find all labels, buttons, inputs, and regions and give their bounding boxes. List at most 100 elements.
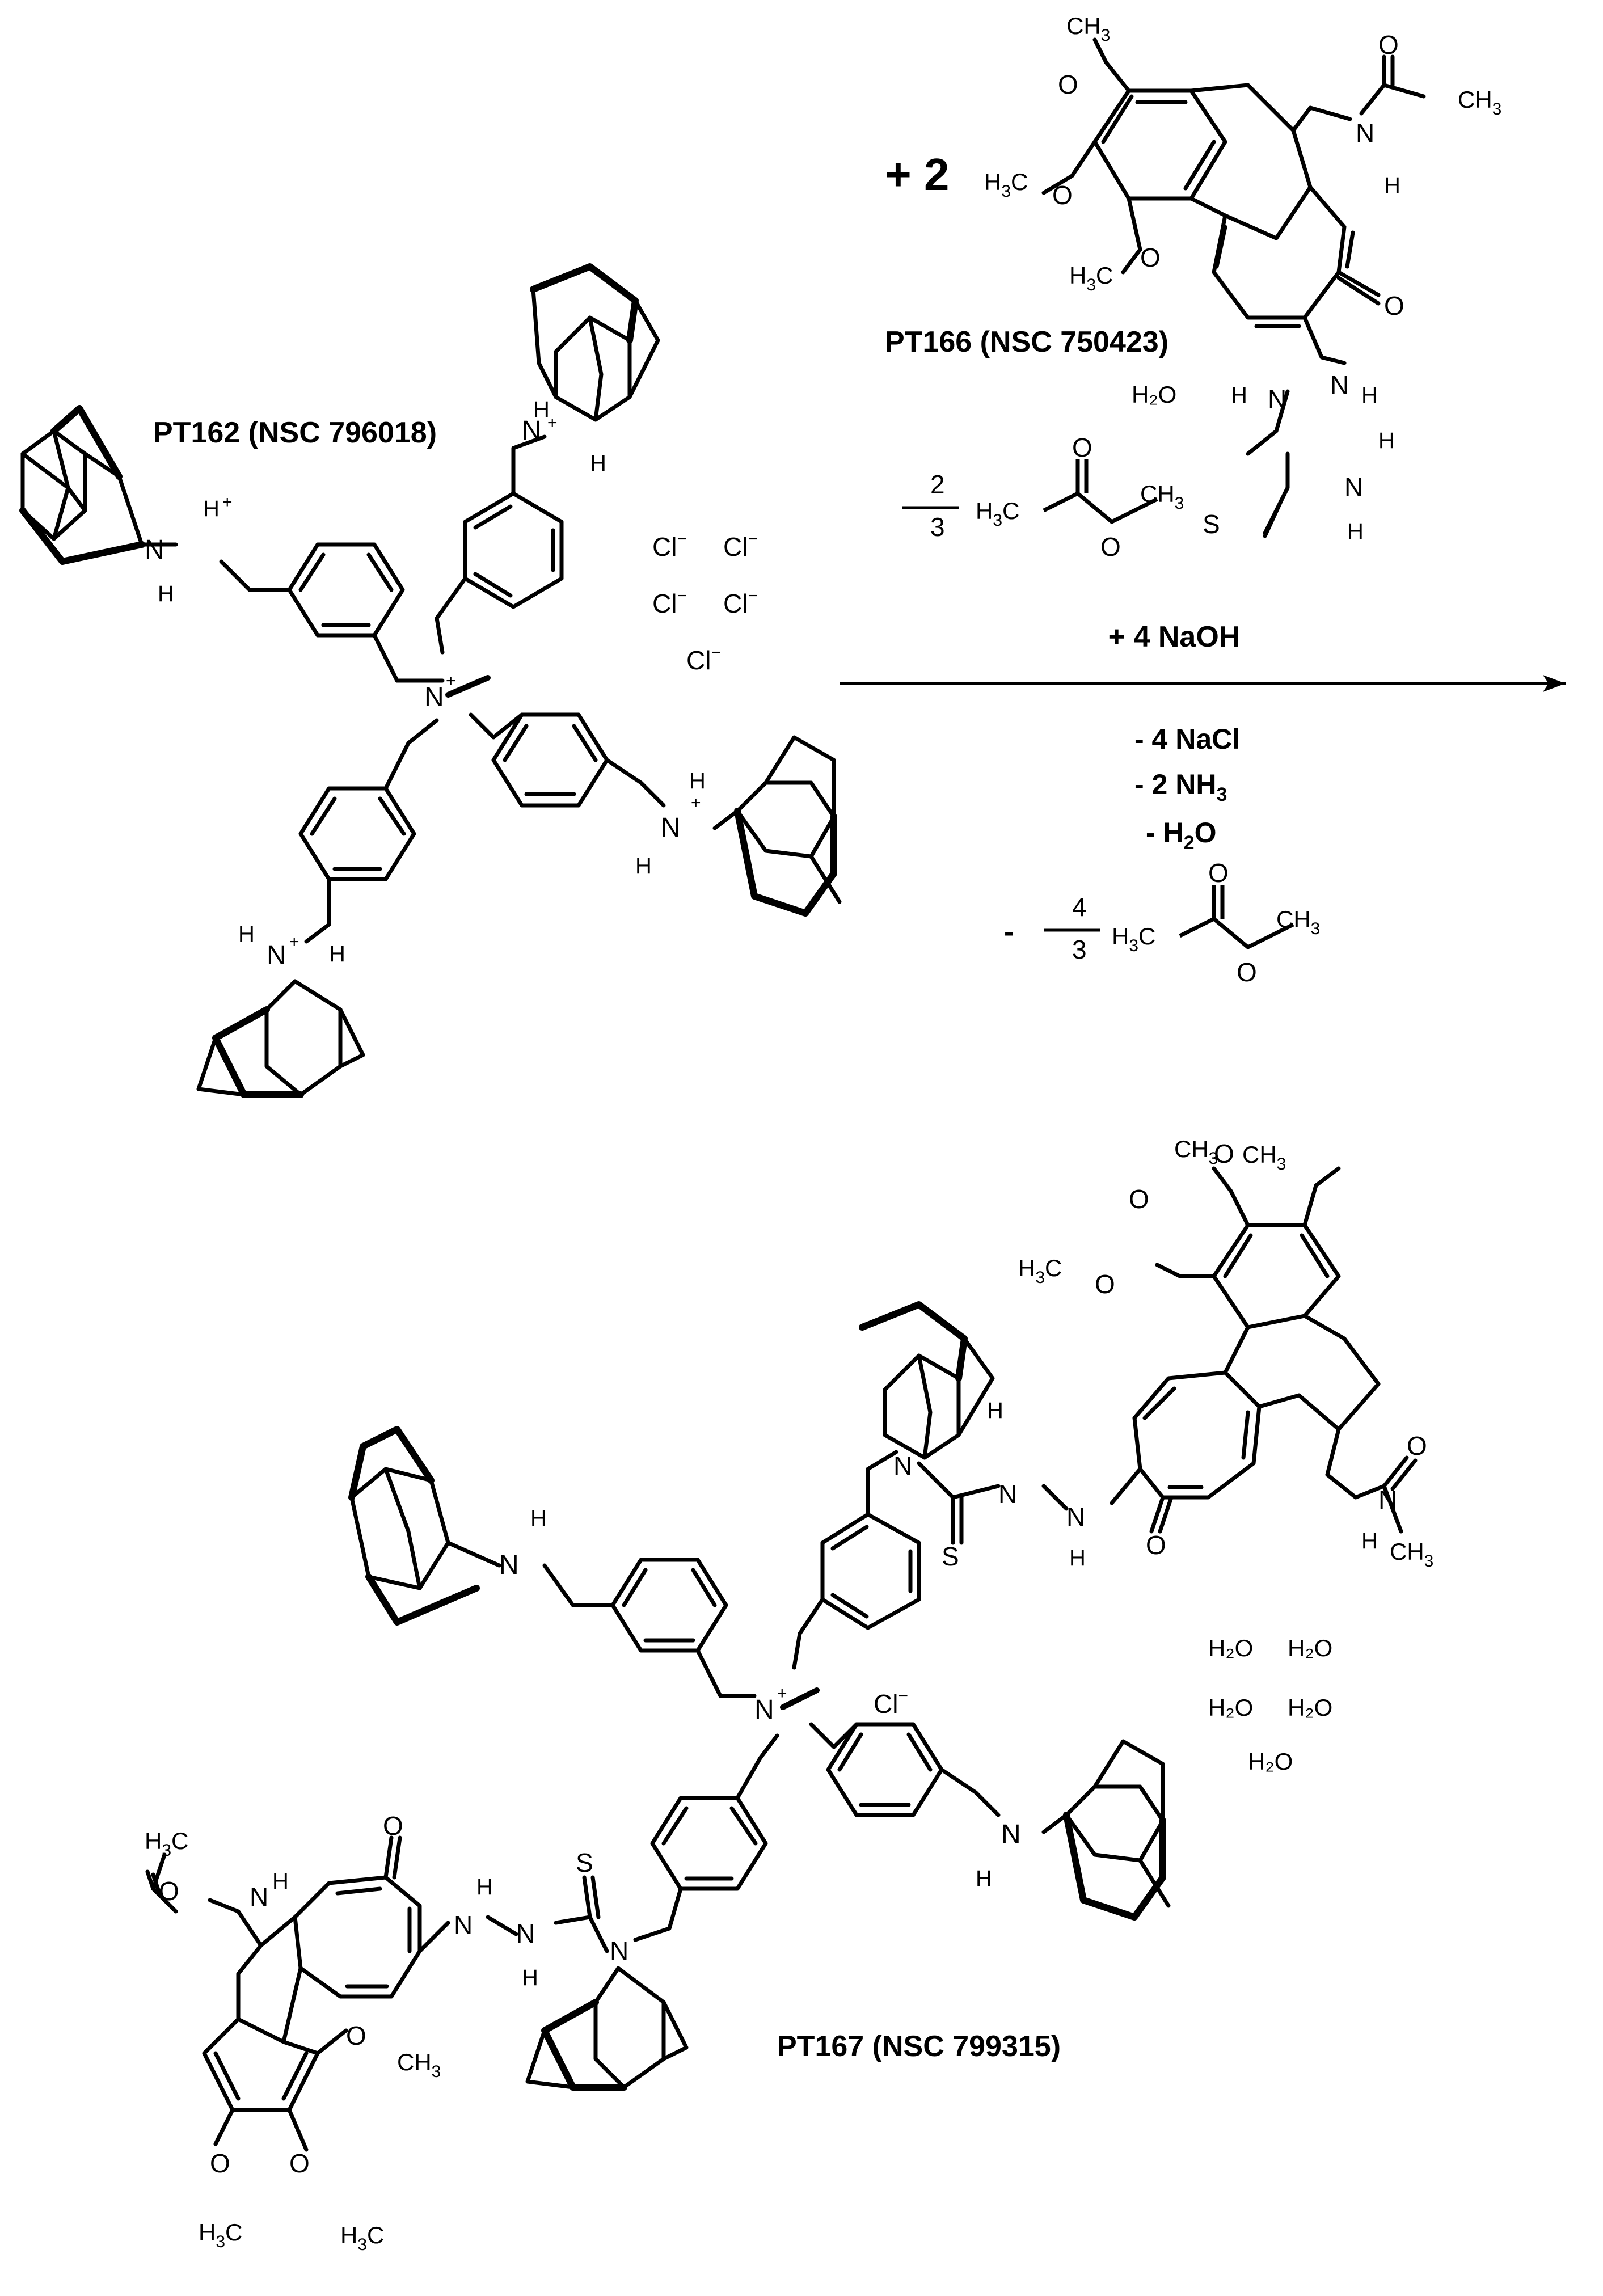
svg-text:H₂O: H₂O	[1288, 1635, 1332, 1661]
svg-text:O: O	[383, 1811, 403, 1841]
svg-text:O: O	[1129, 1184, 1149, 1214]
svg-text:S: S	[576, 1848, 593, 1877]
svg-text:O: O	[1407, 1431, 1427, 1461]
pt166-atom-labels: CH3 O H3C O H3C O O CH3 N H O N H H N S …	[984, 12, 1501, 544]
svg-text:O: O	[1378, 30, 1399, 60]
svg-text:N: N	[1378, 1485, 1397, 1514]
svg-text:N: N	[754, 1695, 774, 1725]
svg-text:O: O	[1214, 1139, 1234, 1168]
svg-text:CH3: CH3	[397, 2049, 441, 2081]
svg-text:+: +	[547, 413, 558, 432]
svg-text:O: O	[1140, 243, 1161, 272]
svg-text:N: N	[661, 813, 681, 843]
svg-text:Cl−: Cl−	[723, 530, 758, 562]
svg-text:O: O	[159, 1876, 179, 1906]
svg-text:N: N	[1001, 1820, 1021, 1850]
svg-text:H: H	[1361, 1529, 1378, 1554]
svg-text:+: +	[222, 493, 233, 512]
svg-text:H: H	[1231, 383, 1247, 408]
svg-text:Cl−: Cl−	[652, 586, 687, 618]
svg-text:H: H	[329, 942, 345, 966]
svg-text:H3C: H3C	[976, 497, 1019, 530]
svg-text:CH3: CH3	[1390, 1538, 1433, 1571]
svg-text:H3C: H3C	[145, 1827, 188, 1860]
svg-text:H: H	[530, 1506, 547, 1531]
svg-text:N: N	[516, 1919, 535, 1948]
svg-text:O: O	[210, 2149, 230, 2178]
ethyl-acetate-in: 2 3 H3C O O CH3	[902, 433, 1184, 562]
reagent-naoh: + 4 NaOH	[1108, 621, 1241, 653]
svg-text:N: N	[267, 940, 286, 970]
svg-text:N: N	[522, 416, 542, 446]
svg-text:H: H	[590, 451, 606, 476]
svg-text:H: H	[158, 581, 174, 606]
svg-text:O: O	[1208, 858, 1229, 888]
svg-text:N: N	[424, 682, 444, 712]
svg-text:+: +	[691, 794, 701, 812]
svg-text:N: N	[454, 1910, 473, 1940]
ethyl-acetate-out: - 4 3 H3C O O CH3	[1004, 858, 1320, 987]
svg-text:H₂O: H₂O	[1288, 1694, 1332, 1721]
pt167-waters: H₂O H₂O H₂O H₂O H₂O	[1208, 1635, 1332, 1775]
svg-text:H: H	[987, 1398, 1003, 1423]
svg-text:-: -	[1004, 915, 1014, 948]
svg-text:H: H	[976, 1866, 992, 1891]
svg-text:H3C: H3C	[1112, 923, 1155, 955]
svg-text:O: O	[1058, 70, 1078, 99]
svg-text:CH3: CH3	[1174, 1136, 1218, 1168]
pt166-label: PT166 (NSC 750423)	[885, 326, 1168, 358]
svg-text:Cl−: Cl−	[723, 586, 758, 618]
svg-text:N: N	[145, 535, 164, 565]
svg-text:H: H	[272, 1869, 289, 1894]
svg-text:H: H	[1378, 428, 1395, 453]
pt167-chloride: Cl−	[874, 1687, 908, 1719]
svg-text:4: 4	[1072, 892, 1087, 922]
svg-text:2: 2	[930, 470, 945, 499]
pt167-structure	[145, 1166, 1418, 2152]
svg-text:CH3: CH3	[1242, 1141, 1286, 1174]
svg-text:Cl−: Cl−	[686, 643, 721, 675]
byproduct-nh3: - 2 NH3	[1134, 769, 1227, 805]
pt166-structure	[1041, 37, 1426, 538]
svg-text:H: H	[1347, 519, 1364, 544]
svg-text:H₂O: H₂O	[1248, 1748, 1293, 1775]
svg-text:3: 3	[930, 512, 945, 542]
svg-text:N: N	[250, 1882, 268, 1911]
svg-text:H: H	[1069, 1546, 1086, 1571]
svg-text:3: 3	[1072, 935, 1087, 964]
svg-text:H₂O: H₂O	[1208, 1635, 1253, 1661]
pt162-chlorides: Cl− Cl− Cl− Cl− Cl−	[652, 530, 758, 675]
svg-text:Cl−: Cl−	[652, 530, 687, 562]
svg-text:H3C: H3C	[984, 168, 1028, 201]
svg-text:S: S	[942, 1542, 959, 1571]
svg-text:CH3: CH3	[1458, 86, 1501, 119]
svg-text:CH3: CH3	[1140, 480, 1184, 513]
svg-text:N: N	[1356, 118, 1374, 147]
pt167-label: PT167 (NSC 799315)	[777, 2030, 1061, 2063]
svg-text:N: N	[1344, 472, 1363, 502]
svg-text:H3C: H3C	[1018, 1255, 1062, 1287]
svg-text:O: O	[289, 2149, 310, 2178]
svg-text:N: N	[893, 1451, 912, 1480]
svg-text:H3C: H3C	[1069, 262, 1113, 294]
svg-text:H3C: H3C	[340, 2222, 384, 2254]
svg-text:O: O	[1052, 180, 1073, 210]
svg-text:O: O	[1072, 433, 1092, 462]
byproduct-nacl: - 4 NaCl	[1134, 723, 1240, 755]
pt162-structure	[19, 263, 842, 1098]
svg-text:H: H	[203, 496, 220, 521]
svg-text:H: H	[522, 1965, 538, 1990]
svg-text:O: O	[1095, 1269, 1115, 1299]
reaction-arrow	[840, 675, 1566, 692]
svg-text:H: H	[1361, 383, 1378, 408]
svg-text:H₂O: H₂O	[1208, 1694, 1253, 1721]
svg-text:H: H	[476, 1875, 493, 1900]
svg-text:N: N	[1330, 370, 1349, 400]
svg-text:O: O	[1384, 291, 1404, 320]
svg-text:+: +	[289, 932, 299, 951]
svg-text:O: O	[1237, 957, 1257, 987]
svg-text:O: O	[1146, 1530, 1166, 1560]
svg-text:S: S	[1203, 509, 1220, 539]
svg-text:N: N	[1066, 1502, 1085, 1531]
